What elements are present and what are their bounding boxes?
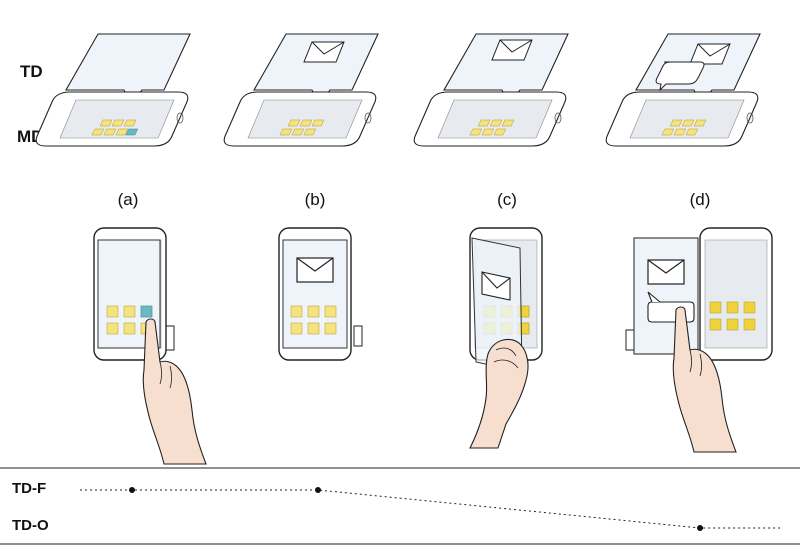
panel-label-a: (a)	[117, 190, 139, 209]
td-layer-a	[65, 33, 191, 95]
hand-icon	[142, 318, 207, 465]
timeline-point-a	[129, 487, 135, 493]
scenario-a	[93, 227, 207, 465]
envelope-icon	[481, 271, 511, 301]
scenario-d	[625, 227, 773, 453]
md-layer-a	[35, 91, 189, 147]
md-layer-b	[223, 91, 377, 147]
panel-label-d: (d)	[689, 190, 711, 209]
envelope-icon	[296, 257, 334, 283]
envelope-icon	[647, 259, 685, 285]
speech-bubble-icon	[655, 61, 705, 92]
md-layer-c	[413, 91, 567, 147]
timeline-label-td-o: TD-O	[12, 517, 49, 534]
scenario-c	[469, 227, 543, 449]
td-layer-d	[635, 33, 761, 95]
scenario-b	[278, 227, 363, 361]
timeline-point-b	[315, 487, 321, 493]
timeline	[0, 467, 800, 545]
panel-label-b: (b)	[304, 190, 326, 209]
row-label-td: TD	[20, 62, 43, 81]
td-layer-b	[253, 33, 379, 95]
td-layer-c	[443, 33, 569, 95]
panel-label-c: (c)	[497, 190, 517, 209]
timeline-label-td-f: TD-F	[12, 480, 47, 497]
md-layer-d	[605, 91, 759, 147]
timeline-point-d	[697, 525, 703, 531]
hand-icon	[469, 338, 529, 449]
